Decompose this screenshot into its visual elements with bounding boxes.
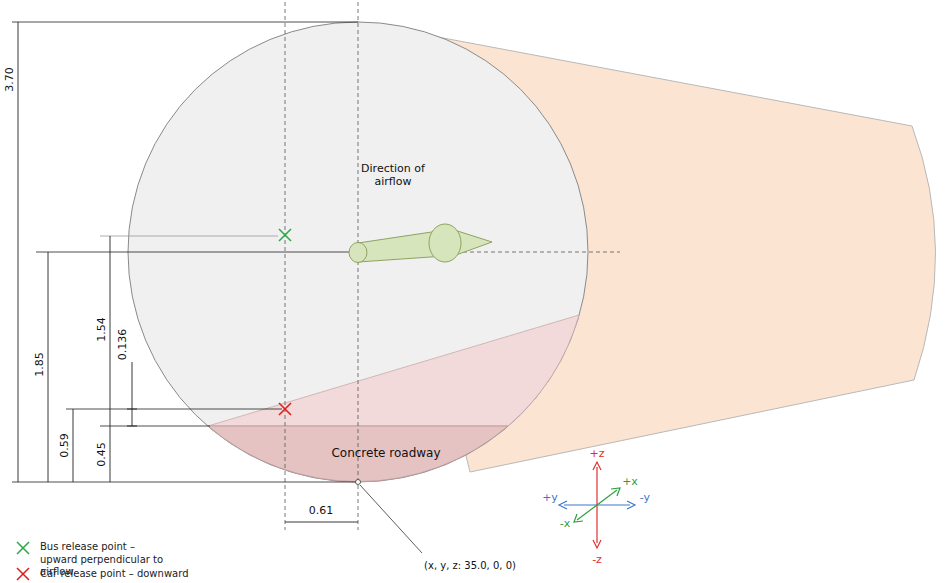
origin-point — [356, 480, 361, 485]
roadway-label: Concrete roadway — [331, 446, 440, 460]
extension-lines — [12, 22, 358, 482]
airflow-arrow — [349, 224, 492, 263]
legend-bus-mark — [17, 542, 29, 554]
axis-label: +x — [622, 475, 638, 488]
bus-release-mark — [279, 229, 291, 241]
dimension-label: 0.136 — [116, 329, 129, 361]
dimension-label: 1.85 — [32, 353, 45, 378]
axis-triad — [559, 462, 635, 548]
axis-label: -x — [560, 517, 570, 530]
legend-text: Car release point – downward — [40, 568, 188, 579]
dimension-label: 1.54 — [94, 318, 107, 343]
airflow-label: Direction of airflow — [350, 162, 436, 188]
dimension-label: 0.61 — [309, 504, 334, 517]
legend-entry: Car release point – downward — [40, 568, 220, 581]
leader-line — [360, 485, 422, 553]
dimension-lines — [18, 22, 358, 522]
dimension-label: 0.59 — [57, 434, 70, 459]
dimension-label: 0.45 — [94, 443, 107, 468]
centre-line — [285, 2, 286, 530]
dimension-label: 3.70 — [2, 68, 15, 93]
coordinate-label: (x, y, z: 35.0, 0, 0) — [424, 560, 516, 572]
axis-label: -y — [640, 491, 650, 504]
axis-label: +y — [542, 491, 558, 504]
legend-car-mark — [17, 568, 29, 580]
car-release-mark — [279, 403, 291, 415]
extension-line — [100, 236, 278, 237]
axis-label: -z — [592, 553, 602, 566]
axis-label: +z — [590, 447, 605, 460]
